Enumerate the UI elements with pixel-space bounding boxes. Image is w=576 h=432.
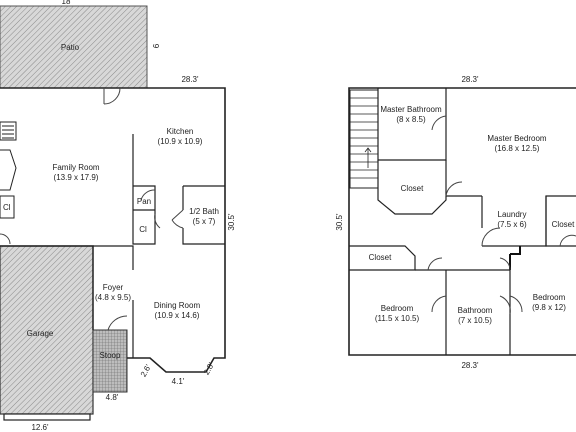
closet-left-label: Closet xyxy=(369,253,392,262)
kitchen-label: Kitchen xyxy=(167,127,194,136)
closet-cl-left-label: Cl xyxy=(3,203,11,212)
stoop-width-label: 4.8' xyxy=(106,393,119,402)
foyer-label: Foyer xyxy=(103,283,124,292)
garage-door xyxy=(3,413,91,421)
hall-door-swing xyxy=(499,257,511,271)
laundry-size-label: (7.5 x 6) xyxy=(497,220,527,229)
garage-label: Garage xyxy=(27,329,54,338)
laundry-label: Laundry xyxy=(498,210,527,219)
master-bath-label: Master Bathroom xyxy=(380,105,442,114)
dining-room-label: Dining Room xyxy=(154,301,201,310)
main-floor: 18 Patio 9 28.3' Kitchen (10.9 x 10.9) F… xyxy=(0,0,236,432)
stair-block xyxy=(0,121,17,141)
patio-door-swing xyxy=(103,87,121,105)
pantry-wall xyxy=(132,185,156,245)
foyer-door-swing xyxy=(107,315,128,331)
master-bath-door-swing xyxy=(431,115,447,131)
bathroom-size-label: (7 x 10.5) xyxy=(458,316,492,325)
kitchen-size-label: (10.9 x 10.9) xyxy=(158,137,203,146)
bathroom-label: Bathroom xyxy=(458,306,493,315)
upper-stairs xyxy=(349,89,379,189)
fireplace xyxy=(0,149,17,191)
master-bed-wall xyxy=(445,160,482,197)
patio-area xyxy=(0,5,148,89)
entry-door-2-label: 2.8' xyxy=(202,361,216,377)
closet-door-swing xyxy=(154,213,161,229)
hall-wall xyxy=(509,246,521,270)
half-bath-wall xyxy=(182,185,225,245)
closet-left-wall xyxy=(349,245,416,271)
closet-right-wall xyxy=(545,196,576,247)
master-bath-wall xyxy=(377,88,447,161)
garage-area xyxy=(0,245,94,415)
upper-floor: 28.3' 30.5' 28.3' Master Bathroom (8 x 8… xyxy=(335,75,576,370)
patio-label: Patio xyxy=(61,43,80,52)
pantry-door-swing xyxy=(140,189,156,201)
bedroom-1-label: Bedroom xyxy=(381,304,414,313)
bath-door-swing xyxy=(171,209,184,229)
bedroom-2-size-label: (9.8 x 12) xyxy=(532,303,566,312)
master-bed-label: Master Bedroom xyxy=(487,134,546,143)
master-bath-size-label: (8 x 8.5) xyxy=(396,115,426,124)
upper-exterior-wall xyxy=(348,87,576,356)
stoop-area xyxy=(92,329,128,393)
master-bed-size-label: (16.8 x 12.5) xyxy=(495,144,540,153)
upper-width-bottom-label: 28.3' xyxy=(461,361,479,370)
bay-window-label: 4.1' xyxy=(172,377,185,386)
upper-stair-treads xyxy=(350,97,378,179)
upper-closet-label: Closet xyxy=(401,184,424,193)
patio-depth-label: 9 xyxy=(151,44,160,49)
bedroom-2-door-swing xyxy=(509,295,523,313)
main-width-top-label: 28.3' xyxy=(181,75,199,84)
closet-right-door-swing xyxy=(559,234,576,247)
pantry-label: Pan xyxy=(137,197,151,206)
family-room-size-label: (13.9 x 17.9) xyxy=(54,173,99,182)
closet-left-door-swing xyxy=(427,257,443,271)
half-bath-size-label: (5 x 7) xyxy=(193,217,216,226)
bedroom-1-door-swing xyxy=(431,295,447,313)
entry-door-1-label: 2.6' xyxy=(139,363,153,379)
main-exterior-wall xyxy=(0,87,226,373)
upper-width-top-label: 28.3' xyxy=(461,75,479,84)
stair-arrow xyxy=(364,147,372,168)
closet-left-block xyxy=(0,195,15,219)
bedroom-2-label: Bedroom xyxy=(533,293,566,302)
closet-cl-label: Cl xyxy=(139,225,147,234)
laundry-door-swing xyxy=(481,227,501,247)
upper-closet-door-swing xyxy=(445,181,463,197)
half-bath-label: 1/2 Bath xyxy=(189,207,219,216)
stoop-label: Stoop xyxy=(100,351,121,360)
upper-depth-left-label: 30.5' xyxy=(335,213,344,231)
dining-room-size-label: (10.9 x 14.6) xyxy=(155,311,200,320)
closet-right-label: Closet xyxy=(552,220,575,229)
left-arc xyxy=(0,233,11,245)
patio-width-label: 18 xyxy=(62,0,71,6)
stair-lines xyxy=(2,125,14,139)
foyer-size-label: (4.8 x 9.5) xyxy=(95,293,131,302)
family-room-label: Family Room xyxy=(52,163,99,172)
bedroom-1-size-label: (11.5 x 10.5) xyxy=(375,314,420,323)
garage-width-label: 12.6' xyxy=(31,423,49,432)
foyer-wall xyxy=(93,245,134,358)
main-depth-right-label: 30.5' xyxy=(227,213,236,231)
bathroom-door-swing xyxy=(499,295,511,315)
